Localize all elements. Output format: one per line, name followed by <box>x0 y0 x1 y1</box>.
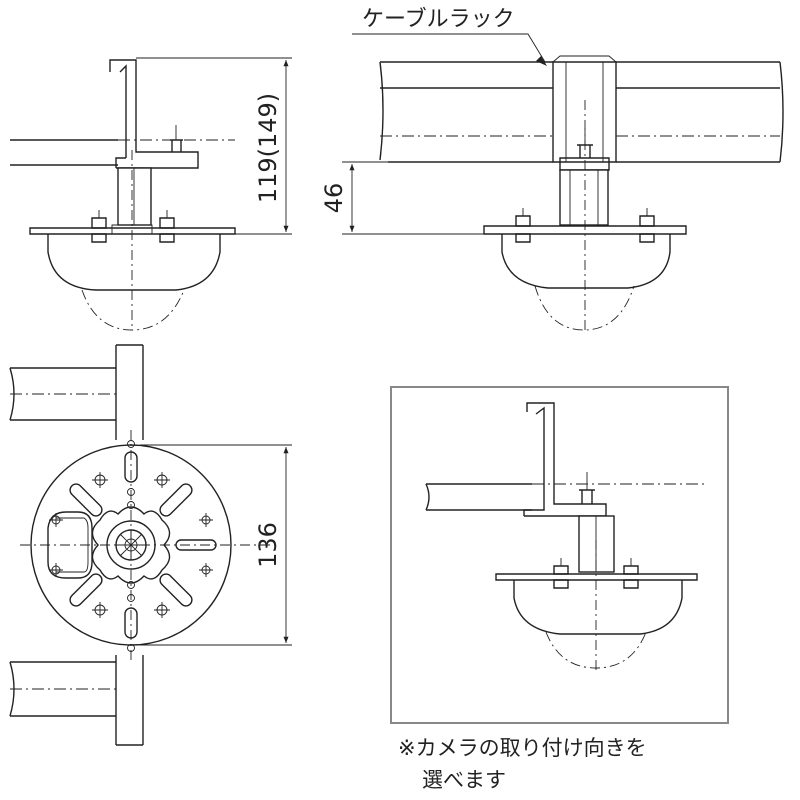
alt-orientation-view <box>390 386 729 724</box>
orientation-note: ※カメラの取り付け向きを 選べます <box>398 732 758 796</box>
cable-rack-label: ケーブルラック <box>362 7 515 32</box>
side-view-left: 119(149) <box>10 57 292 331</box>
dim-height-total: 119(149) <box>254 93 282 203</box>
note-line-2: 選べます <box>422 768 506 792</box>
dim-height-bracket: 46 <box>320 183 348 214</box>
note-line-1: ※カメラの取り付け向きを <box>398 736 647 760</box>
dim-plate-span: 136 <box>254 522 282 568</box>
plan-view: 136 <box>9 344 292 746</box>
front-view-right: 46 ケーブルラック <box>320 7 784 331</box>
